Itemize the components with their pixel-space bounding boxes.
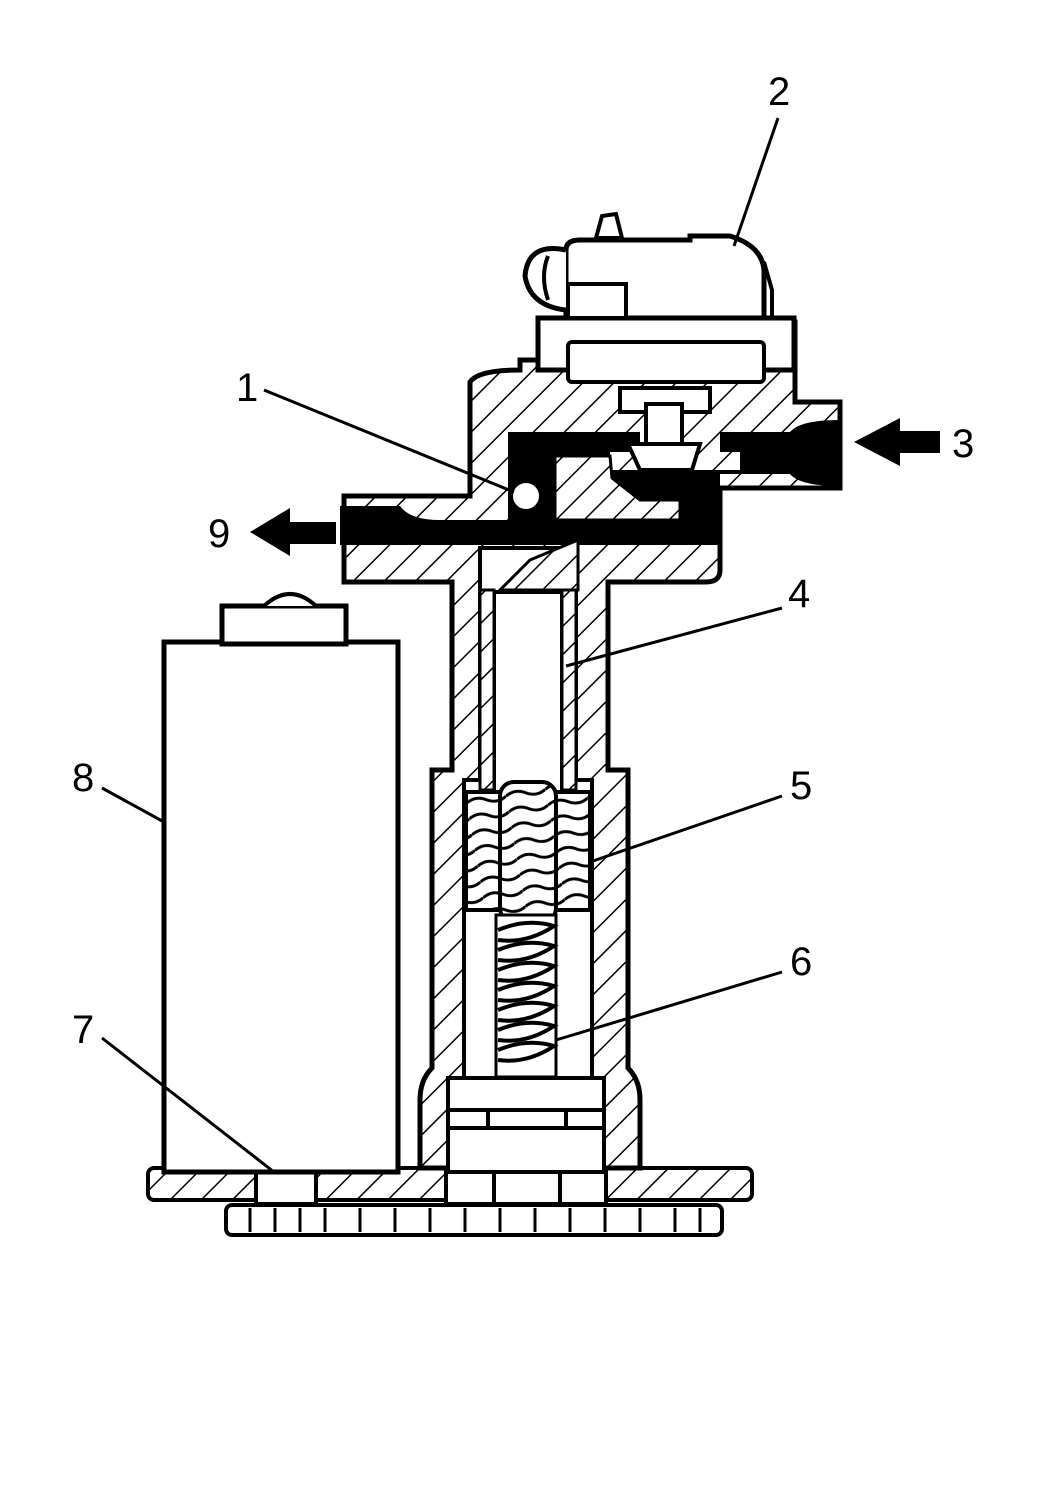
callout-2: 2 [768,70,791,114]
end-plug [444,1076,608,1206]
outlet-arrow [250,508,336,556]
leader-lines [101,117,783,1174]
fluid-passage [340,420,840,592]
callout-3: 3 [952,422,975,466]
spring [494,913,559,1079]
inlet-arrow [854,418,940,466]
callout-8: 8 [72,756,95,800]
callout-5: 5 [790,764,813,808]
cylinder [161,592,401,1175]
pressure-switch [522,211,797,472]
callout-4: 4 [788,572,811,616]
callout-1: 1 [236,366,259,410]
callout-7: 7 [72,1008,95,1052]
check-ball [509,479,543,513]
callout-6: 6 [790,940,813,984]
callout-9: 9 [208,512,231,556]
threaded-sleeve [464,780,592,924]
piston [478,588,578,798]
